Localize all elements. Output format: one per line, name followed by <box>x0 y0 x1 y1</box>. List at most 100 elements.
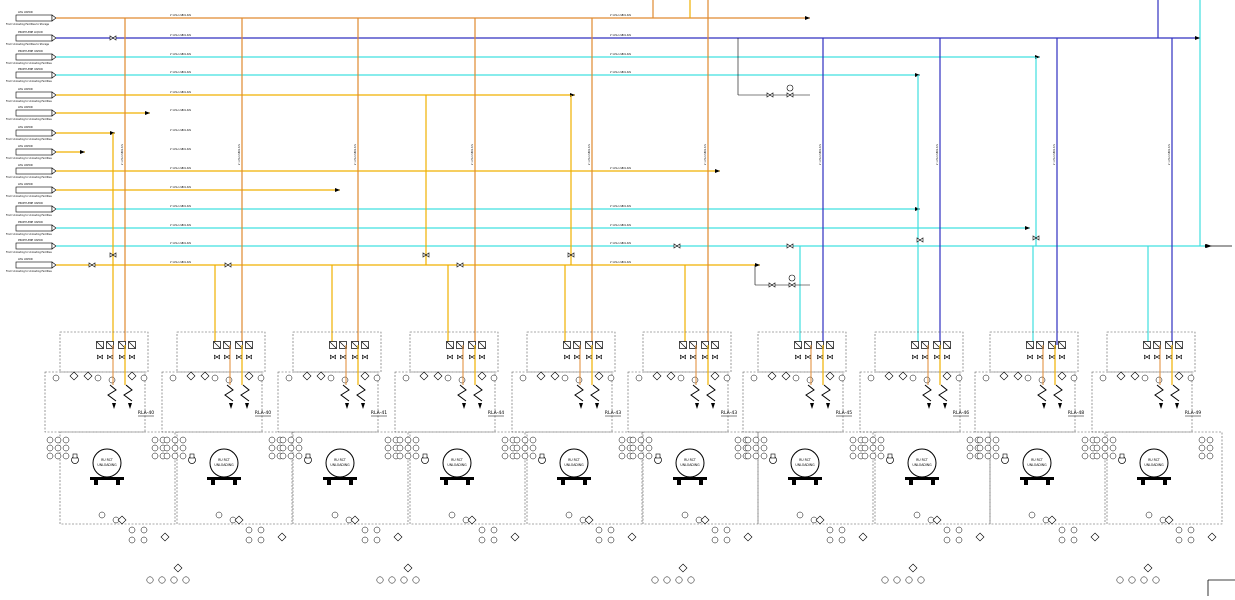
station-id: RLA-44 <box>488 410 504 416</box>
instrument-bubble <box>1101 444 1109 452</box>
valve-mark <box>245 341 253 349</box>
instrument-bubble <box>388 576 396 584</box>
interlock-diamond <box>666 371 676 381</box>
valve-mark <box>595 341 603 349</box>
line-tag-name: LPG VAPOR <box>18 10 33 14</box>
instrument-bubble <box>257 536 265 544</box>
instrument-bubble <box>529 436 537 444</box>
instrument-bubble <box>723 526 731 534</box>
interlock-diamond <box>1013 371 1023 381</box>
line-tag-arrow <box>51 129 57 137</box>
instrument-bubble <box>225 376 233 384</box>
line-tag-box <box>15 205 53 213</box>
loading-arm <box>574 384 584 402</box>
line-number-label: 2"-LPG-1-SB01-N-N <box>936 144 939 165</box>
valve-mark <box>1048 341 1056 349</box>
line-tag-box <box>15 53 53 61</box>
instrument-bubble <box>618 436 626 444</box>
valve-symbol <box>673 243 681 249</box>
instrument-bubble <box>179 444 187 452</box>
instrument-bubble <box>361 536 369 544</box>
line-tag-box <box>15 242 53 250</box>
instrument-bubble <box>923 376 931 384</box>
rail-car-wheel <box>1141 480 1145 485</box>
interlock-diamond <box>825 371 835 381</box>
instrument-bubble <box>513 452 521 460</box>
instrument-bubble <box>163 452 171 460</box>
rail-car-base <box>557 477 591 480</box>
valve-half <box>469 354 473 360</box>
loading-arm <box>107 384 117 402</box>
valve-symbol <box>109 252 117 258</box>
small-device <box>655 453 661 459</box>
instrument-bubble <box>806 376 814 384</box>
package-boundary <box>642 331 732 373</box>
instrument-bubble <box>869 444 877 452</box>
line-tag-box <box>15 109 53 117</box>
rail-car-wheel <box>1024 480 1028 485</box>
arm-nozzle <box>1175 403 1179 409</box>
flow-arrow <box>1195 36 1200 40</box>
instrument-bubble <box>521 444 529 452</box>
valve-symbol <box>109 35 117 41</box>
interlock-diamond <box>1143 563 1153 573</box>
instrument-bubble <box>909 374 917 382</box>
instrument-bubble <box>94 374 102 382</box>
instrument-bubble <box>151 452 159 460</box>
valve-symbol <box>564 354 570 360</box>
instrument-bubble <box>287 452 295 460</box>
instrument-cluster <box>146 563 190 584</box>
instrument-bubble <box>1187 374 1195 382</box>
instrument-bubble <box>792 374 800 382</box>
valve-mark <box>921 341 929 349</box>
instrument-bubble <box>984 436 992 444</box>
vessel-label: UNLOADING <box>912 463 932 467</box>
instrument-bubble <box>1206 444 1214 452</box>
arm-nozzle <box>478 403 482 409</box>
instrument-bubble <box>529 444 537 452</box>
valve-mark <box>933 341 941 349</box>
interlock-diamond <box>1130 371 1140 381</box>
valve-half <box>912 354 916 360</box>
vessel-label: UNLOADING <box>680 463 700 467</box>
valve-half <box>112 35 117 41</box>
valve-half <box>449 354 453 360</box>
valve-half <box>574 354 578 360</box>
instrument-bubble <box>982 374 990 382</box>
rail-car-wheel <box>583 480 587 485</box>
valve-symbol <box>88 262 96 268</box>
instrument-bubble <box>687 576 695 584</box>
valve-half <box>364 354 368 360</box>
instrument-bubble <box>744 452 752 460</box>
instrument-bubble <box>327 374 335 382</box>
valve-symbol <box>944 354 950 360</box>
interlock-diamond <box>117 515 127 525</box>
interlock-diamond <box>975 532 985 542</box>
valve-half <box>97 354 101 360</box>
line-number-label: 2"-LPG-1-SB01-N-N <box>610 242 631 245</box>
instrument-bubble <box>629 444 637 452</box>
arm-nozzle <box>695 403 699 409</box>
rail-car-wheel <box>792 480 796 485</box>
valve-half <box>1144 354 1148 360</box>
interlock-diamond <box>743 532 753 542</box>
package-boundary <box>409 331 499 373</box>
valve-symbol <box>786 243 794 249</box>
loading-arm <box>340 384 350 402</box>
rail-car-wheel <box>116 480 120 485</box>
vessel-label: UNLOADING <box>795 463 815 467</box>
arm-nozzle <box>826 403 830 409</box>
line-tag-box <box>15 71 53 79</box>
valve-mark <box>478 341 486 349</box>
valve-half <box>817 354 821 360</box>
interlock-diamond <box>316 371 326 381</box>
instrument-bubble <box>637 436 645 444</box>
vessel-label: RU RCT <box>684 458 696 462</box>
